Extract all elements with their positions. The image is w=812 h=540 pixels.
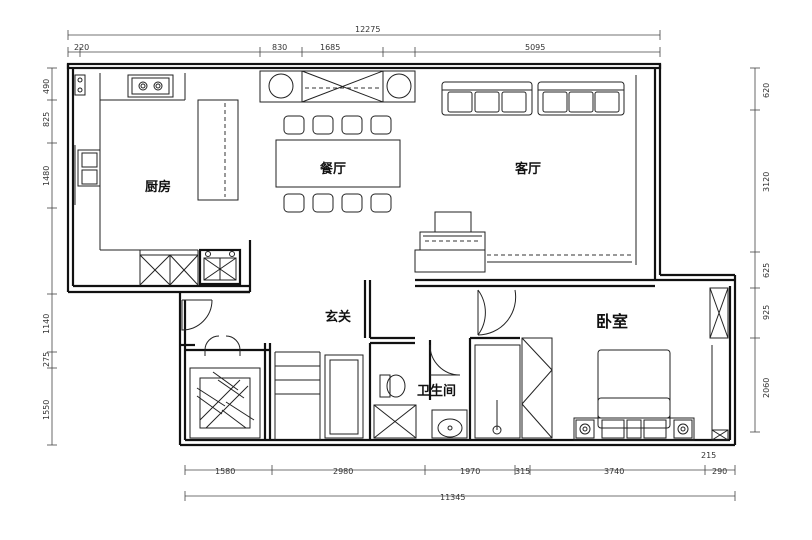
dim-bottom-e: 3740 (604, 467, 624, 476)
dim-bottom-c: 1970 (460, 467, 480, 476)
dim-bottom-total: 11345 (440, 493, 465, 502)
dim-bottom-a: 1580 (215, 467, 235, 476)
dim-bottom-b: 2980 (333, 467, 353, 476)
dim-left-b: 825 (42, 112, 51, 127)
living-room: 客厅 (414, 81, 632, 273)
dim-bottom-d: 315 (515, 467, 530, 476)
stair-area (189, 335, 364, 440)
kitchen: 厨房 (74, 73, 242, 331)
dim-right-d: 925 (762, 305, 771, 320)
dim-right-e: 2060 (762, 378, 771, 398)
dim-left-d: 1140 (42, 314, 51, 334)
dim-left-e: 275 (42, 352, 51, 367)
dim-left-c: 1480 (42, 166, 51, 186)
dim-top-left: 220 (74, 43, 89, 52)
dim-top-b: 1685 (320, 43, 340, 52)
dim-right-b: 3120 (762, 172, 771, 192)
room-label-dining: 餐厅 (319, 161, 346, 177)
bathroom: 卫生间 (373, 344, 521, 439)
bedroom: 卧室 (521, 287, 729, 441)
entrance: 玄关 (325, 289, 517, 336)
dim-right-c: 625 (762, 263, 771, 278)
room-label-bathroom: 卫生间 (417, 383, 456, 399)
dim-left-a: 490 (42, 79, 51, 94)
dim-right-f: 215 (701, 451, 716, 460)
dim-top-a: 830 (272, 43, 287, 52)
dim-top-c: 5095 (525, 43, 545, 52)
dim-left-f: 1550 (42, 400, 51, 420)
room-label-living: 客厅 (515, 161, 541, 177)
dim-top-total: 12275 (355, 25, 380, 34)
dining: 餐厅 (259, 70, 416, 213)
dimension-lines: 12275 220 830 1685 5095 490 825 1480 114… (42, 25, 771, 502)
room-label-bedroom: 卧室 (596, 312, 628, 331)
room-label-entrance: 玄关 (325, 309, 351, 325)
room-label-kitchen: 厨房 (145, 179, 171, 195)
dim-bottom-f: 290 (712, 467, 727, 476)
dim-right-a: 620 (762, 83, 771, 98)
